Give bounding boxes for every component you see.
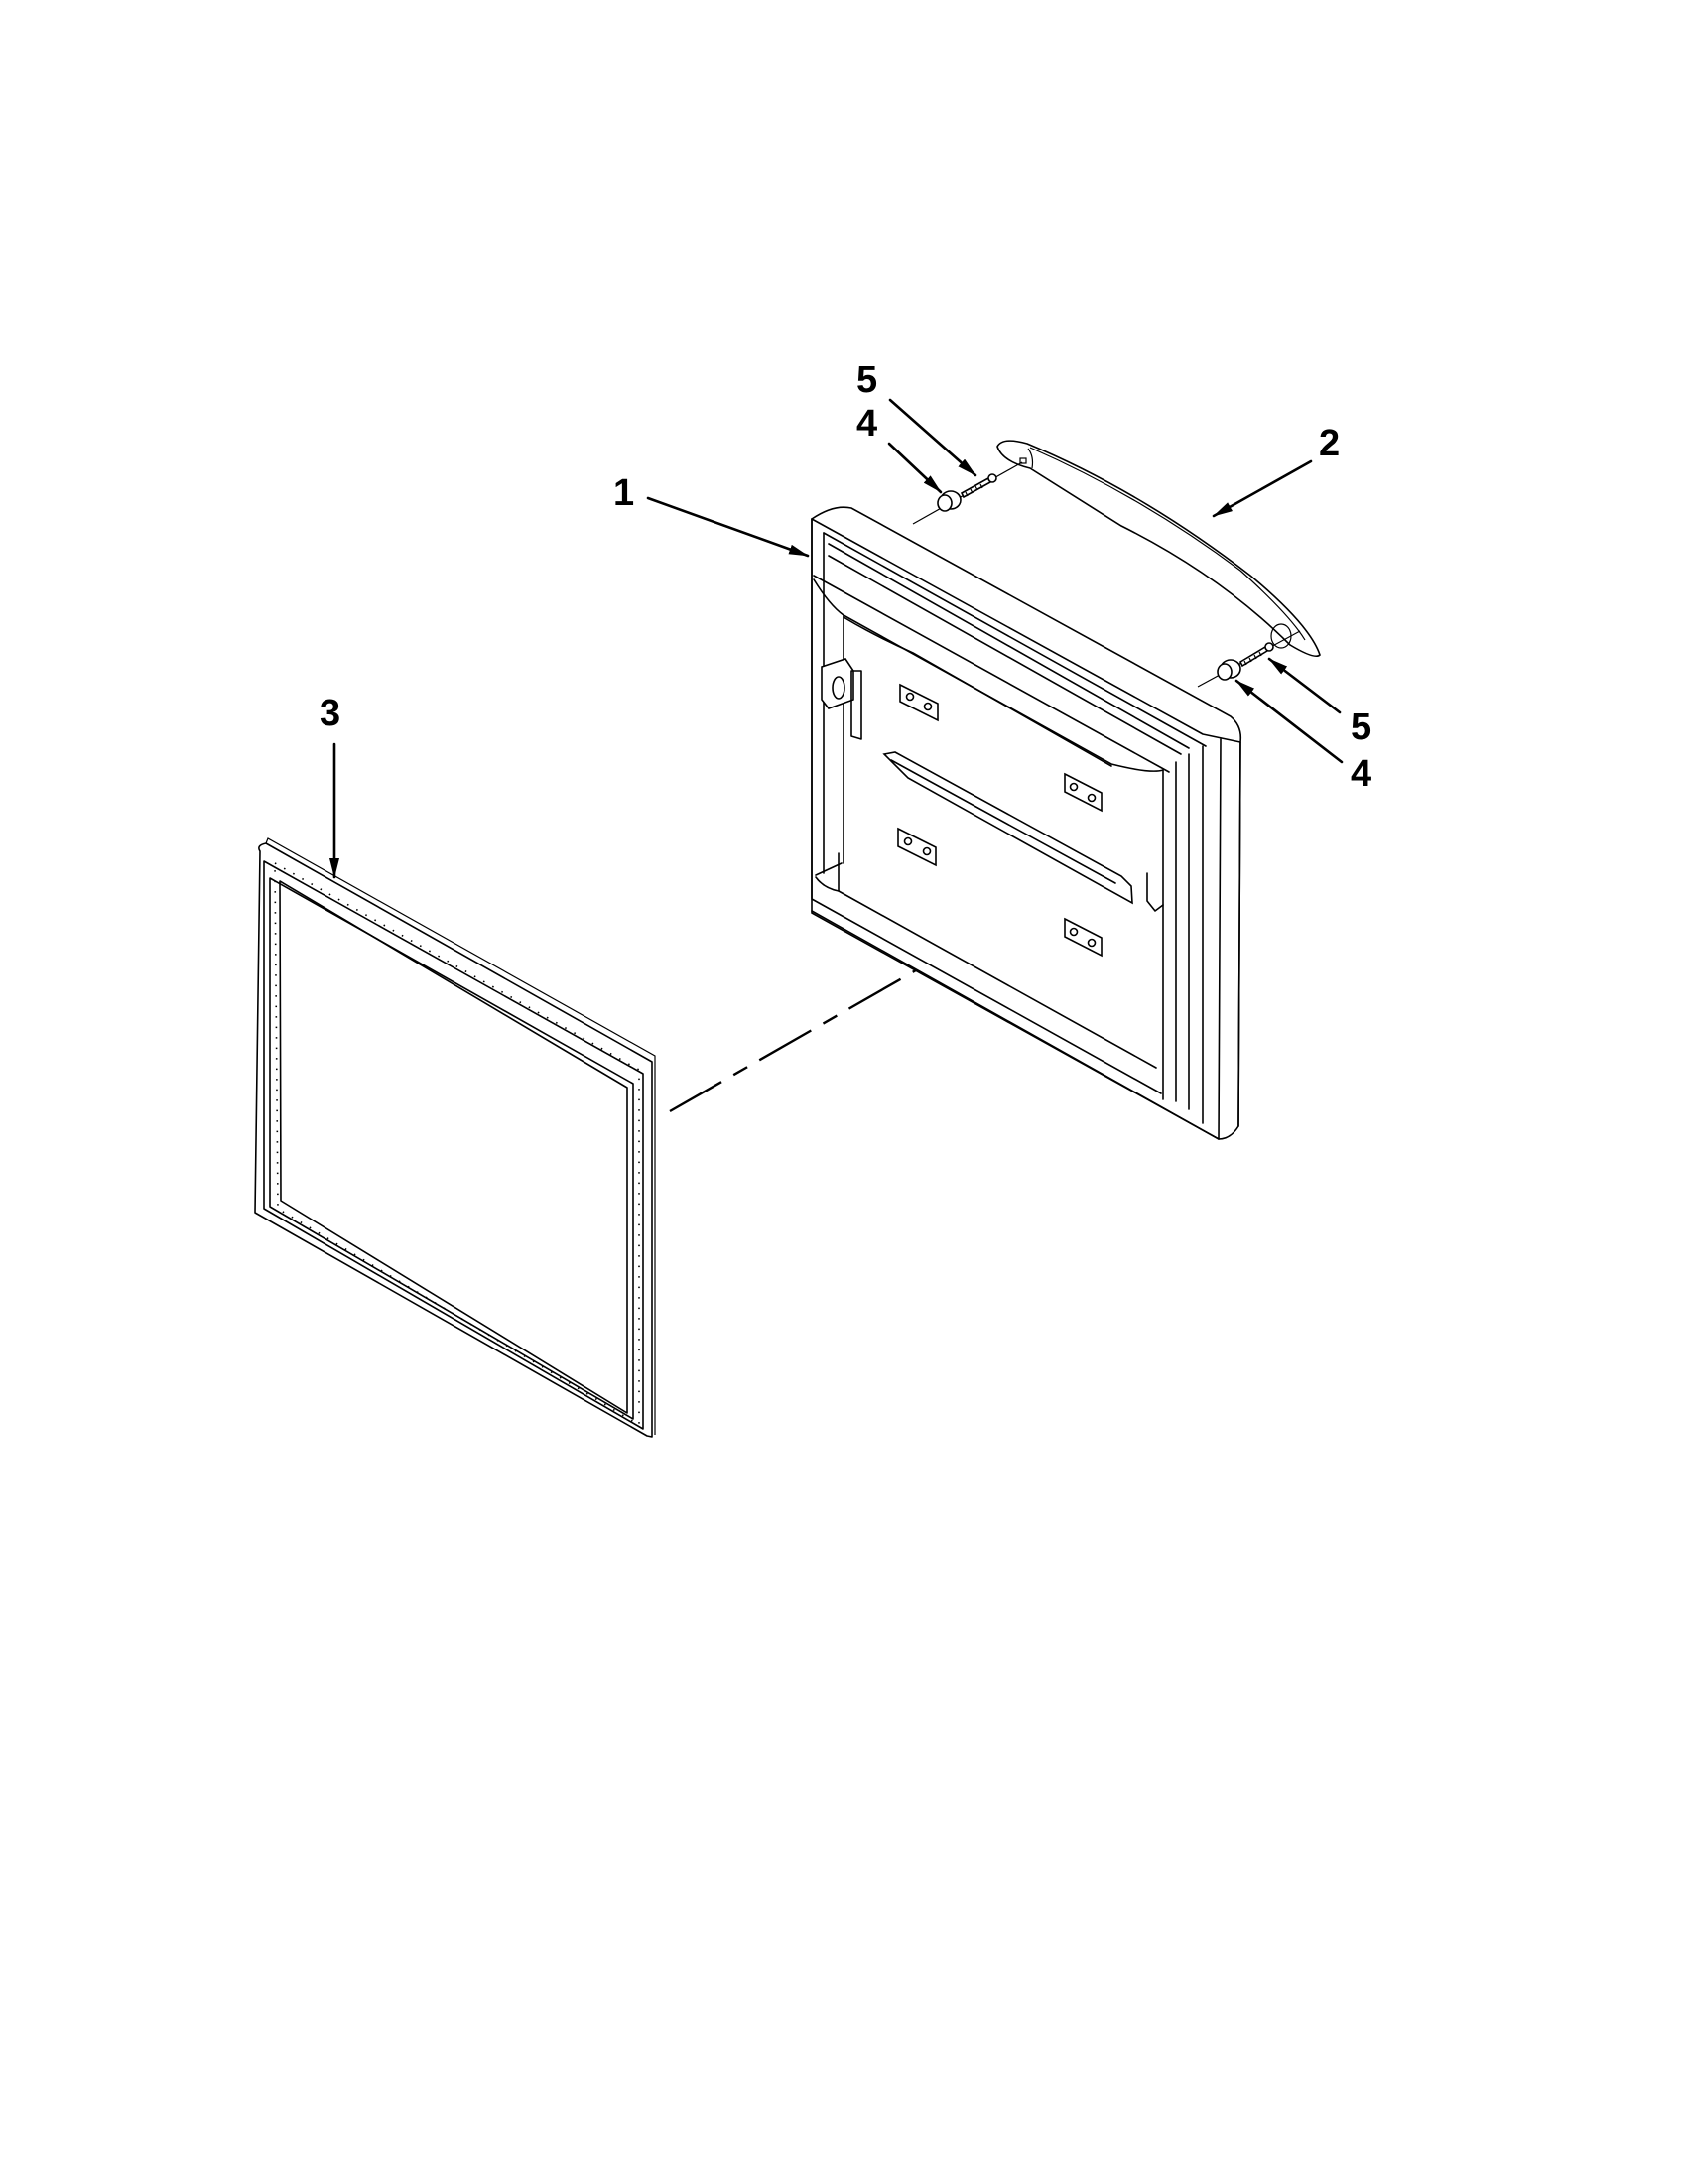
screw-upper xyxy=(960,473,997,499)
callout-5-upper: 5 xyxy=(856,359,878,401)
mounting-plate xyxy=(899,683,939,722)
leader-4-upper xyxy=(887,442,943,494)
handle xyxy=(996,440,1321,658)
leader-2 xyxy=(1212,459,1313,518)
fastener-set-lower xyxy=(1197,630,1301,688)
fastener-set-upper xyxy=(912,461,1023,525)
callout-1: 1 xyxy=(613,472,635,514)
door-gasket xyxy=(254,837,656,1438)
leader-5-lower xyxy=(1267,657,1342,714)
callout-4-lower: 4 xyxy=(1351,753,1372,795)
callout-5-lower: 5 xyxy=(1351,707,1372,748)
leader-1 xyxy=(646,496,810,558)
callout-3: 3 xyxy=(320,693,341,734)
screw-lower xyxy=(1238,642,1274,668)
callout-4-upper: 4 xyxy=(856,403,878,445)
mounting-plate xyxy=(1064,917,1103,958)
door-assembly xyxy=(811,506,1242,1140)
spacer-nut-upper xyxy=(937,490,962,512)
spacer-nut-lower xyxy=(1217,659,1241,681)
mounting-plate xyxy=(1064,772,1103,813)
leader-4-lower xyxy=(1234,679,1344,764)
mounting-plate xyxy=(897,827,937,867)
callout-2: 2 xyxy=(1319,423,1341,464)
leader-5-upper xyxy=(888,398,977,477)
